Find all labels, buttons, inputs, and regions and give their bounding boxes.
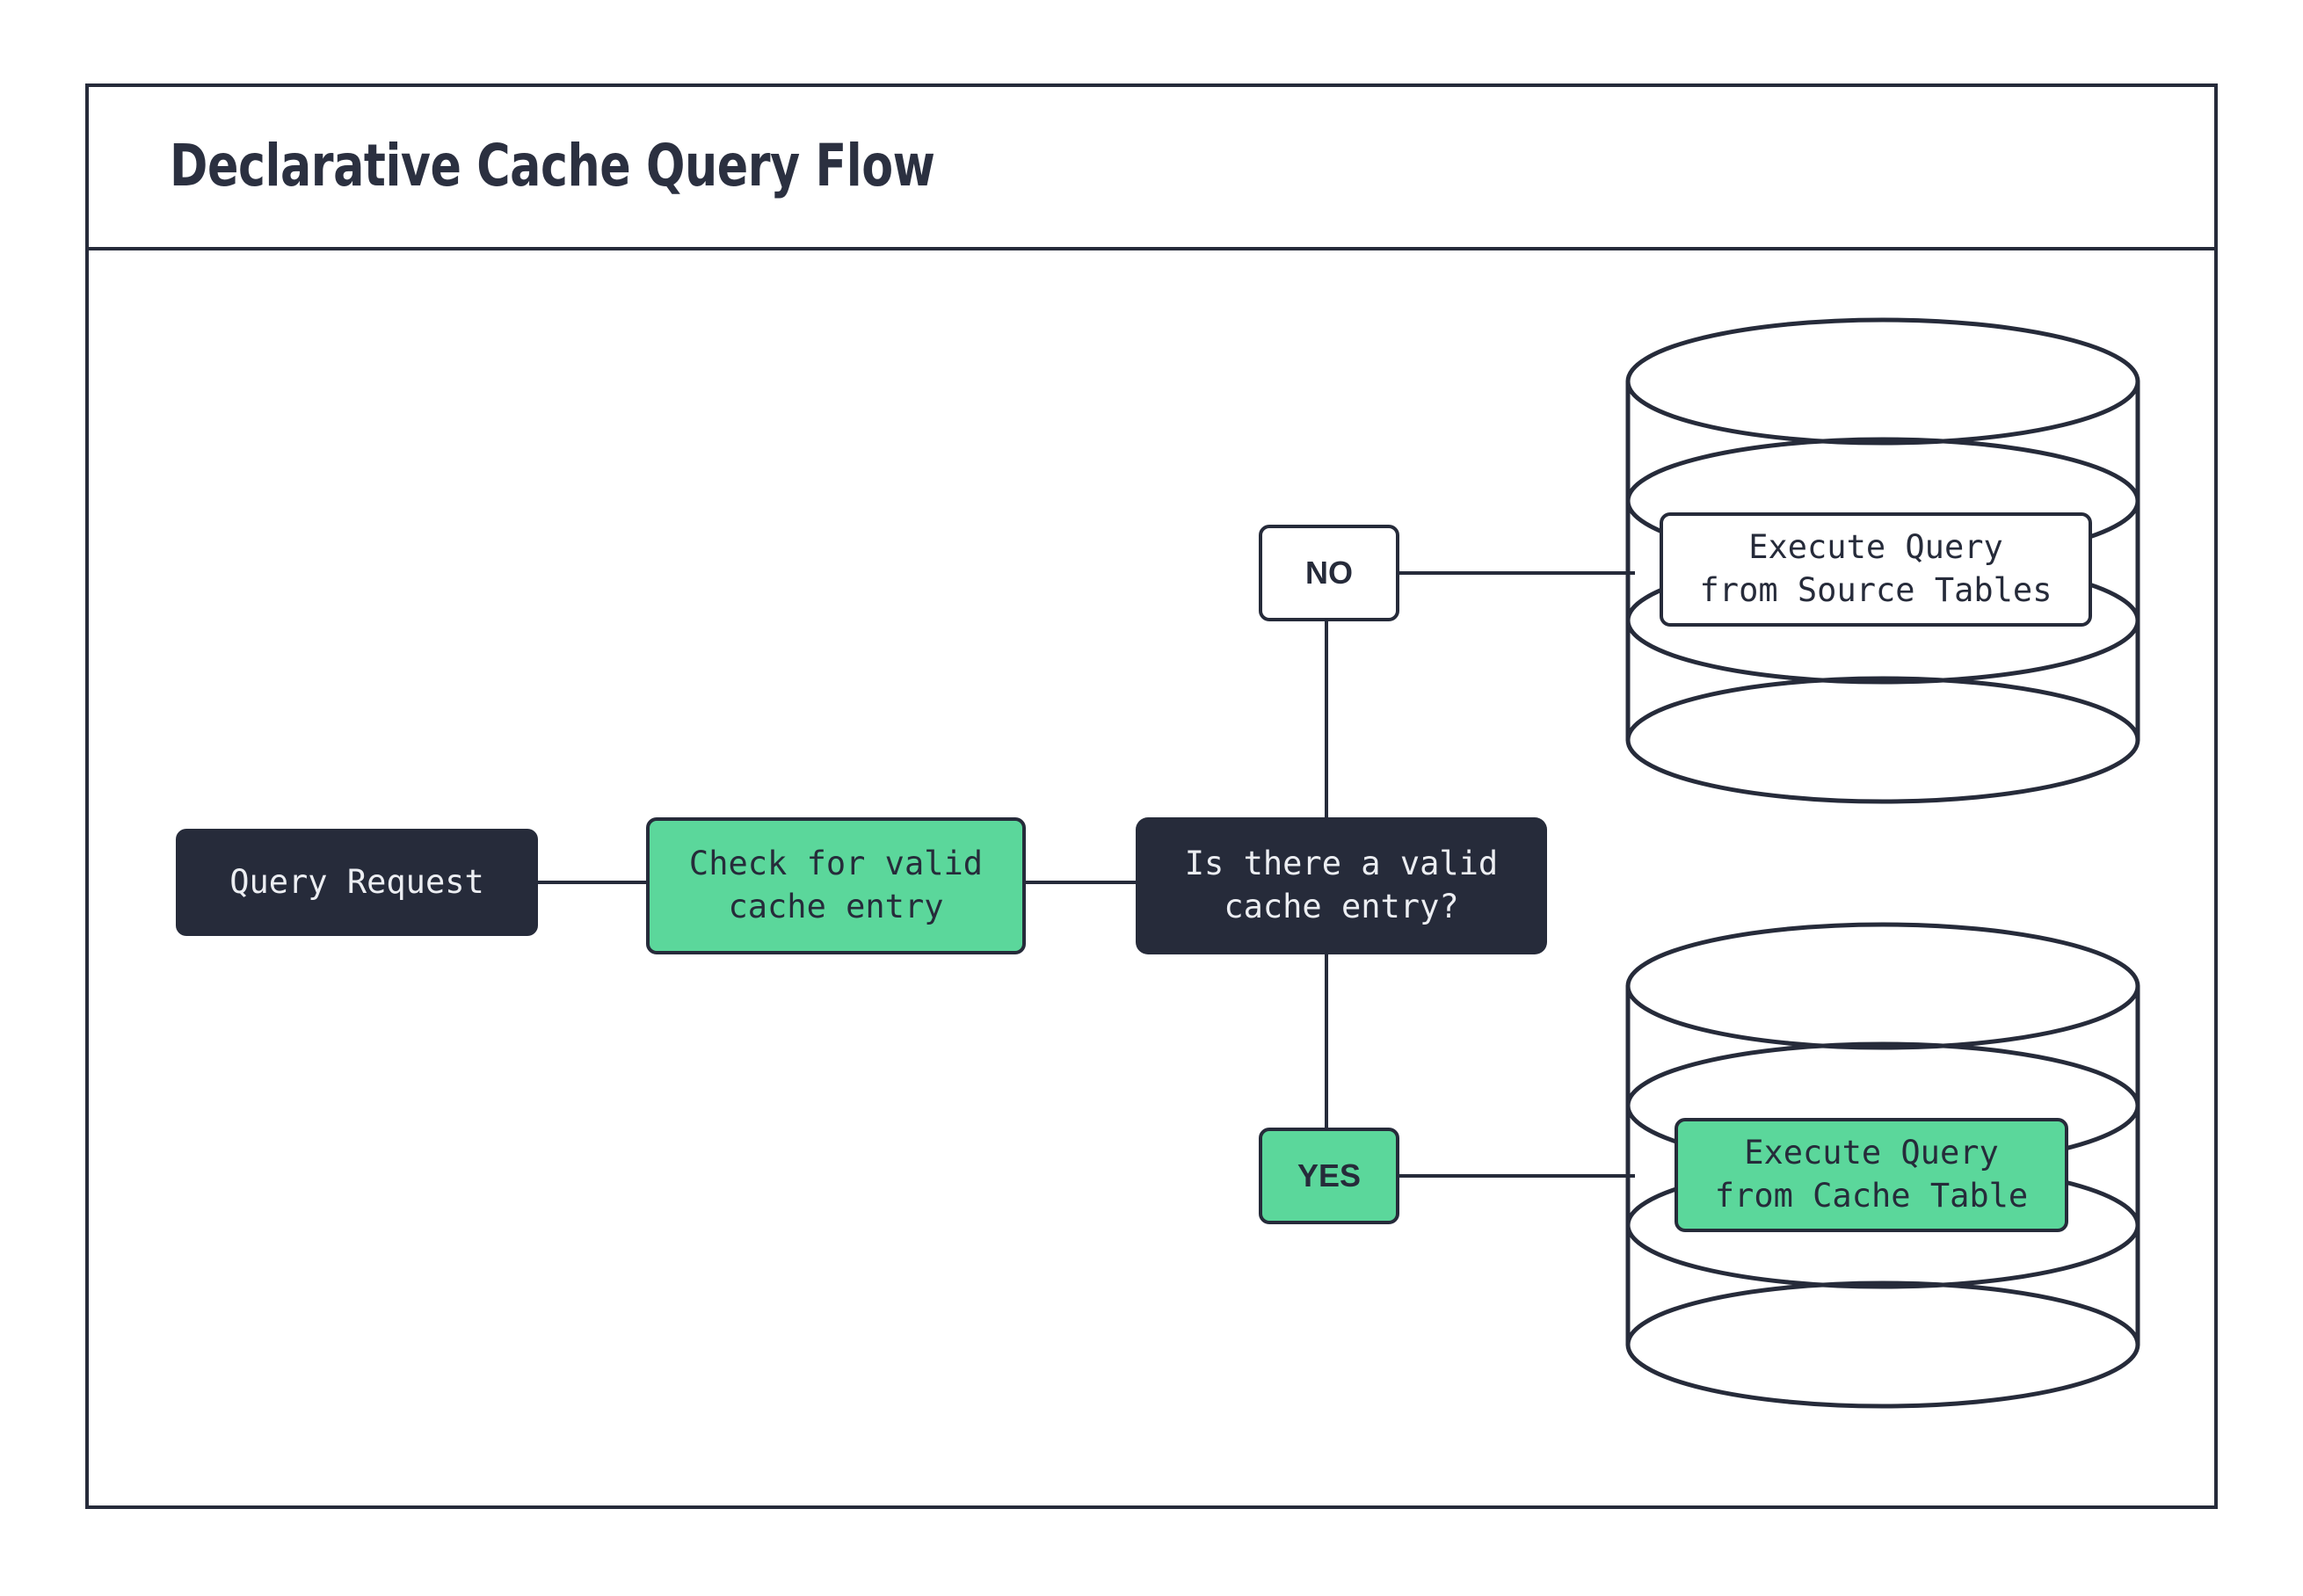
connector-request-to-check (538, 881, 650, 884)
connector-yes-to-cache-db (1396, 1174, 1635, 1178)
node-query-request[interactable]: Query Request (176, 829, 538, 936)
connector-check-to-decision (1022, 881, 1139, 884)
node-decision-valid-cache-entry[interactable]: Is there a valid cache entry? (1136, 817, 1547, 954)
page-title: Declarative Cache Query Flow (170, 131, 935, 200)
diagram-header: Declarative Cache Query Flow (85, 83, 2218, 250)
node-check-for-valid-cache-entry[interactable]: Check for valid cache entry (646, 817, 1026, 954)
node-execute-query-from-cache-table[interactable]: Execute Query from Cache Table (1675, 1118, 2068, 1232)
edge-label-no[interactable]: NO (1259, 525, 1399, 621)
edge-label-yes[interactable]: YES (1259, 1128, 1399, 1224)
node-execute-query-from-source-tables[interactable]: Execute Query from Source Tables (1660, 512, 2092, 627)
connector-no-to-source-db (1396, 571, 1635, 575)
cache-database-cylinder (1623, 919, 2143, 1411)
connector-decision-to-yes (1325, 951, 1328, 1131)
source-database-cylinder (1623, 315, 2143, 807)
connector-decision-to-no (1325, 618, 1328, 821)
